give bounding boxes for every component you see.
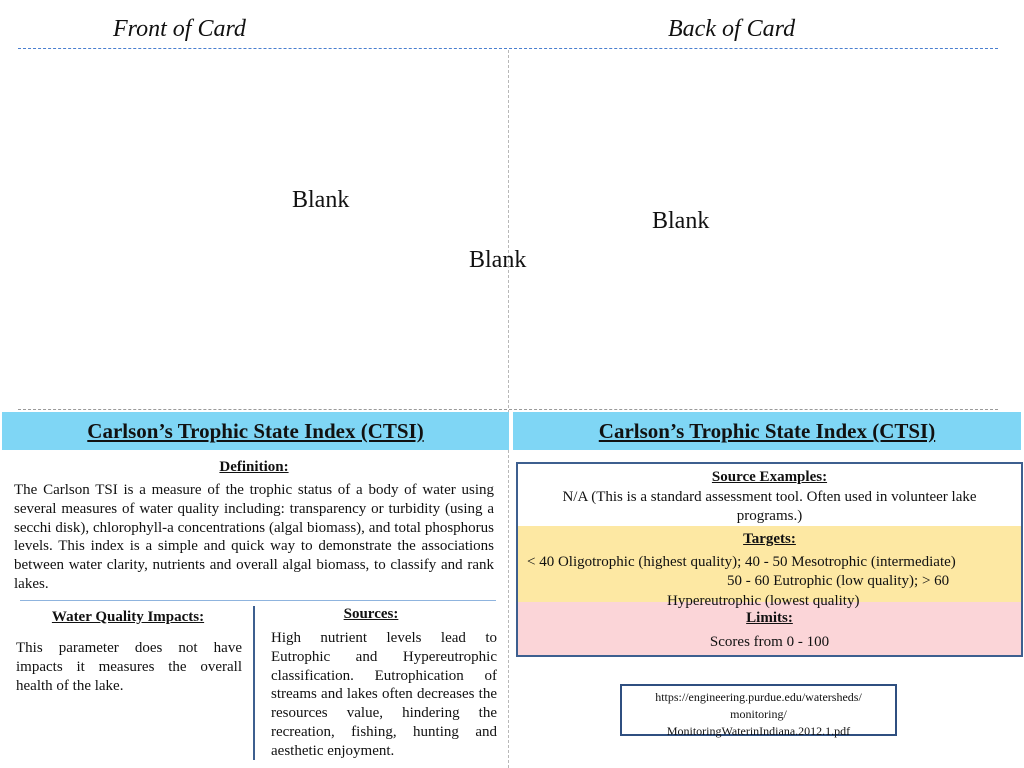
limits-section: Hypereutrophic (lowest quality) Limits: … <box>518 593 1021 655</box>
blank-center: Blank <box>469 247 527 273</box>
front-title-banner: Carlson’s Trophic State Index (CTSI) <box>2 412 509 450</box>
definition-text: The Carlson TSI is a measure of the trop… <box>14 482 494 592</box>
section-divider <box>20 600 496 601</box>
impacts-heading: Water Quality Impacts: <box>51 609 205 625</box>
front-of-card-label: Front of Card <box>113 16 246 42</box>
targets-line-1: < 40 Oligotrophic (highest quality); 40 … <box>527 554 956 570</box>
limits-text: Scores from 0 - 100 <box>709 634 830 650</box>
source-examples-heading: Source Examples: <box>711 469 828 485</box>
sources-text: High nutrient levels lead to Eutrophic a… <box>271 630 497 759</box>
targets-section: Targets: < 40 Oligotrophic (highest qual… <box>518 526 1021 602</box>
back-info-box: Source Examples: N/A (This is a standard… <box>516 462 1023 657</box>
url-line-2[interactable]: monitoring/ <box>730 707 787 721</box>
sources-heading: Sources: <box>343 606 399 622</box>
source-examples-text: N/A (This is a standard assessment tool.… <box>562 489 977 524</box>
impacts-text: This parameter does not have impacts it … <box>16 640 242 694</box>
blank-front: Blank <box>292 187 350 213</box>
column-divider <box>253 606 255 760</box>
targets-line-3: Hypereutrophic (lowest quality) <box>667 593 860 609</box>
url-line-3[interactable]: MonitoringWaterinIndiana.2012.1.pdf <box>666 724 851 738</box>
url-line-1[interactable]: https://engineering.purdue.edu/watershed… <box>655 690 862 704</box>
targets-heading: Targets: <box>743 531 796 547</box>
back-title-banner: Carlson’s Trophic State Index (CTSI) <box>513 412 1021 450</box>
back-of-card-label: Back of Card <box>668 16 796 42</box>
top-cut-line <box>18 48 998 49</box>
center-fold-line <box>508 50 509 768</box>
source-url-box[interactable]: https://engineering.purdue.edu/watershed… <box>620 684 897 738</box>
targets-line-2: 50 - 60 Eutrophic (low quality); > 60 <box>727 573 950 589</box>
limits-heading: Limits: <box>746 610 793 626</box>
definition-heading: Definition: <box>219 459 289 475</box>
blank-back: Blank <box>652 208 710 234</box>
